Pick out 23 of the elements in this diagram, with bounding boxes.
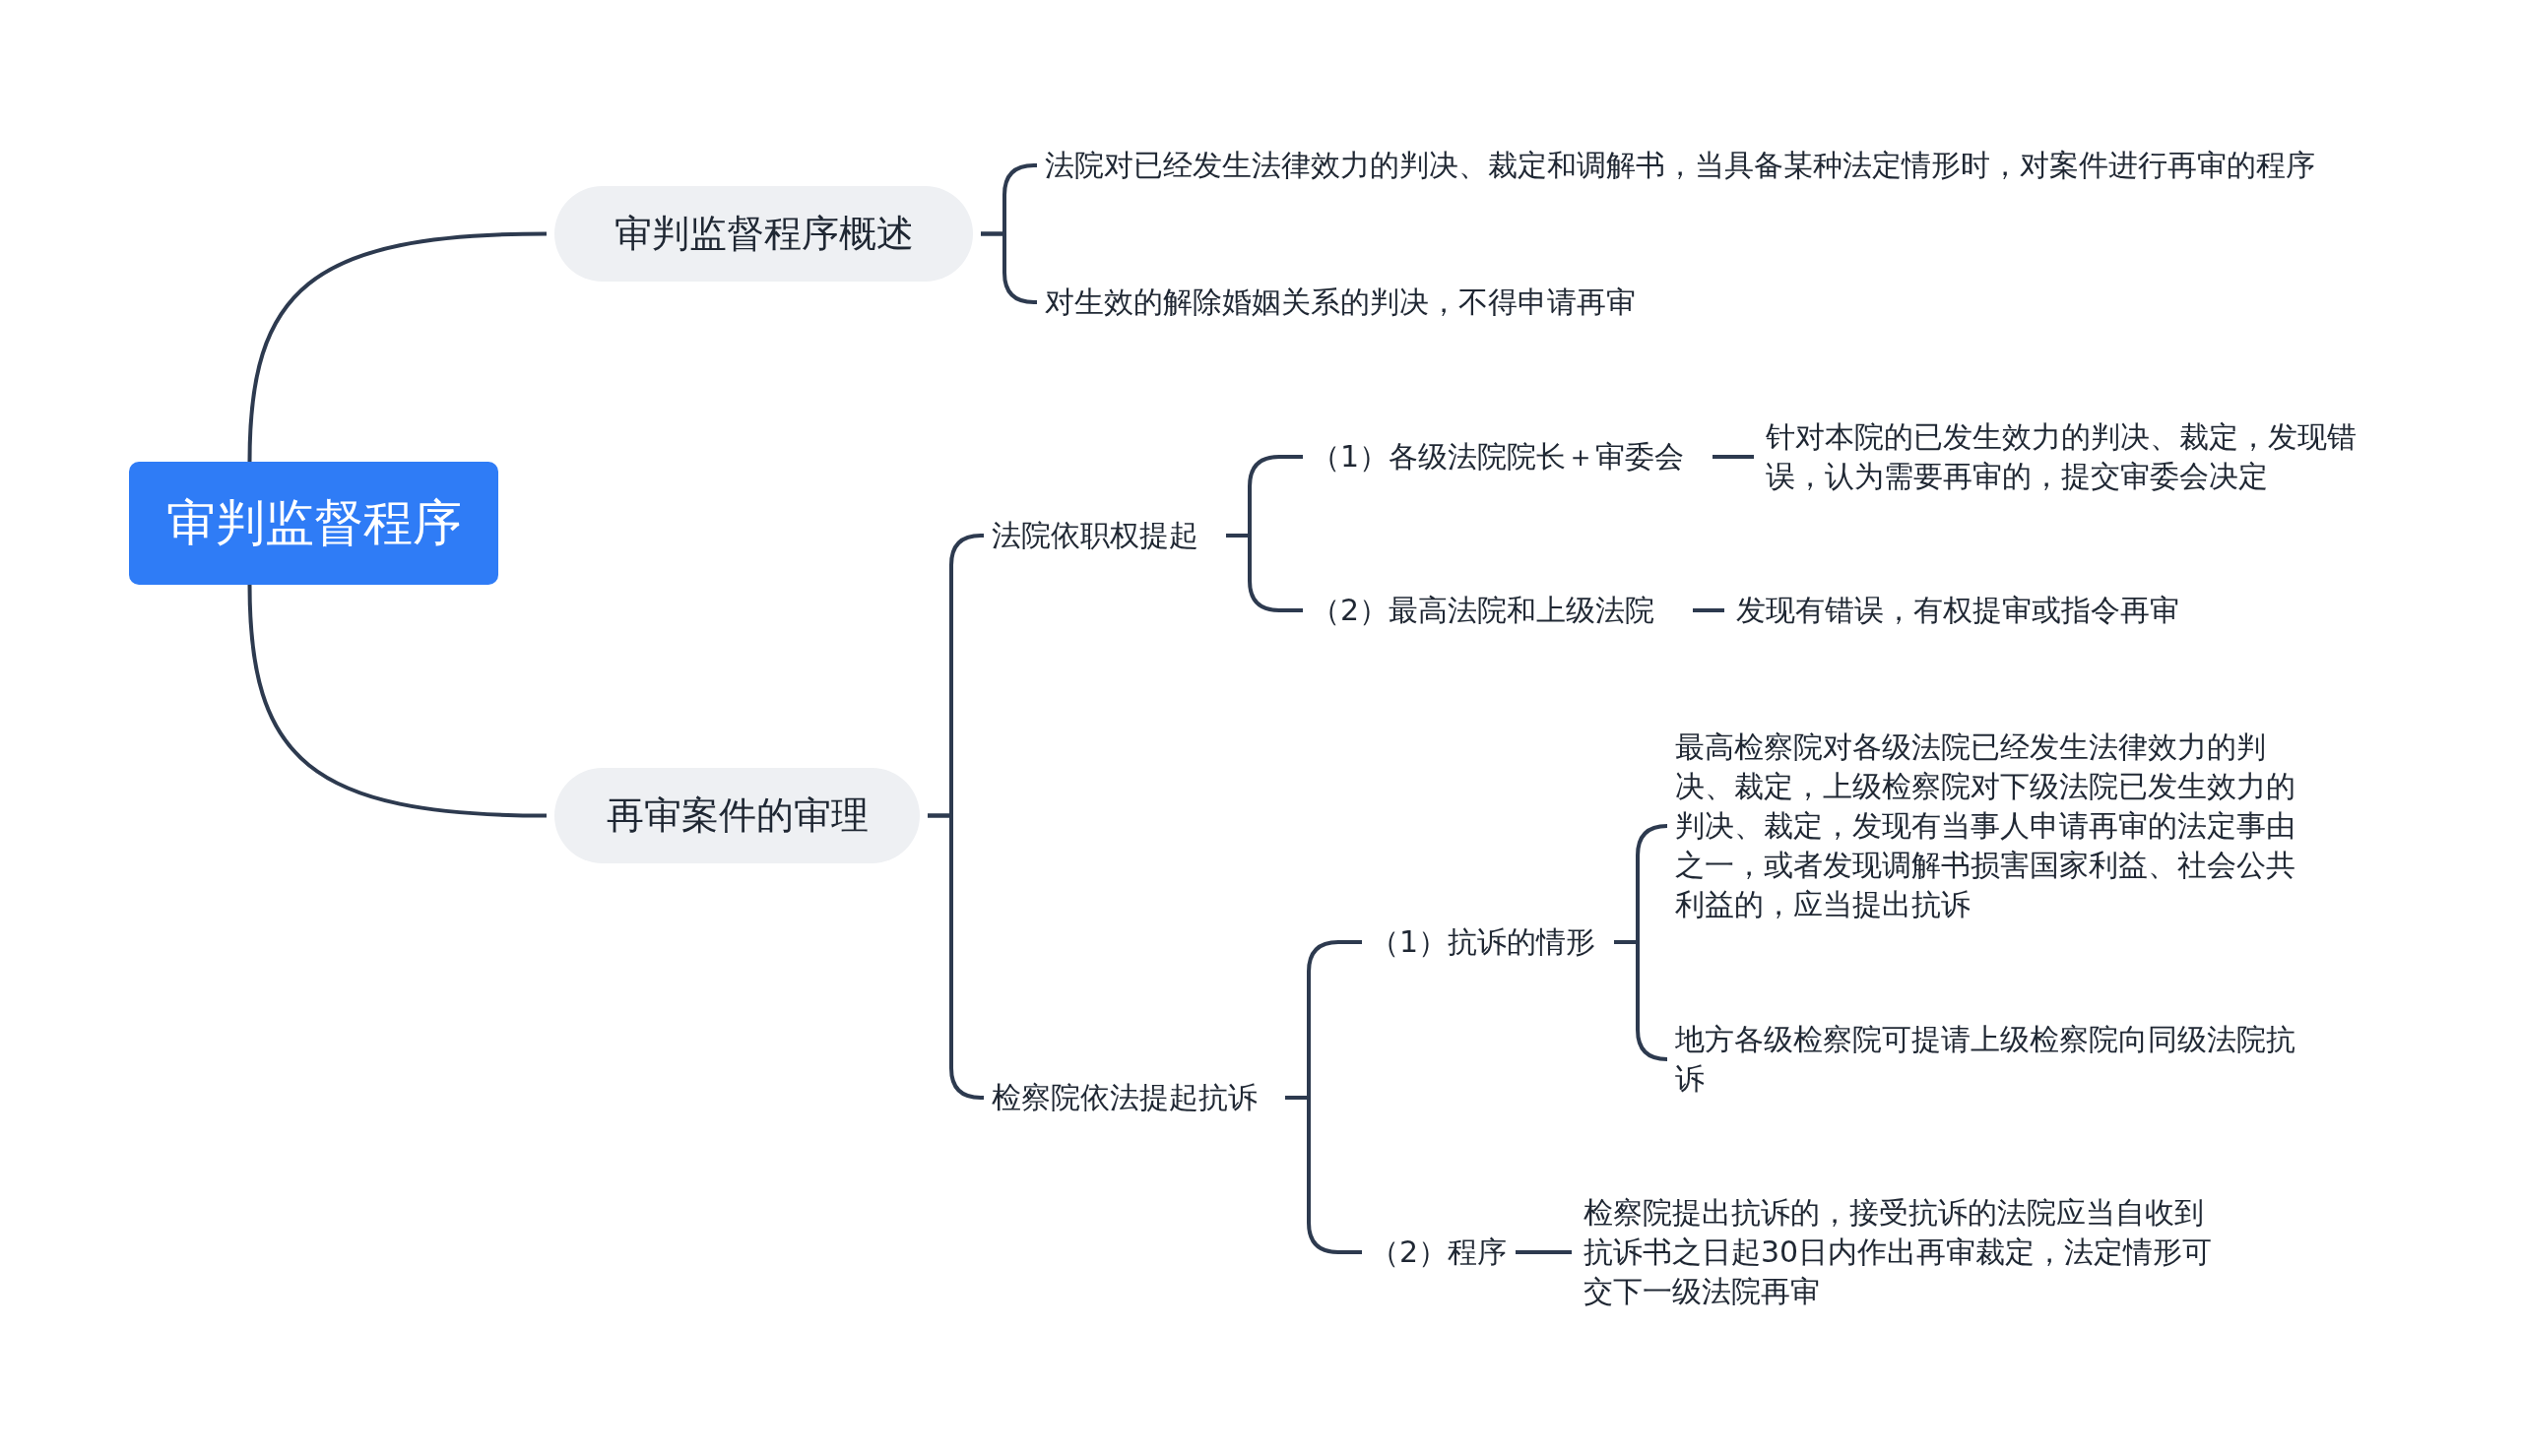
topic-pill: 审判监督程序概述 bbox=[554, 186, 973, 282]
branch-text: （2）最高法院和上级法院 bbox=[1311, 591, 1685, 630]
connector-line bbox=[247, 584, 548, 818]
connector-line bbox=[1226, 534, 1303, 612]
branch-text: 检察院依法提起抗诉 bbox=[992, 1078, 1277, 1117]
branch-text: 对生效的解除婚姻关系的判决，不得申请再审 bbox=[1045, 283, 1833, 322]
connector-line bbox=[247, 231, 548, 463]
branch-text: （1）各级法院院长＋审委会 bbox=[1311, 437, 1705, 476]
branch-text: 检察院提出抗诉的，接受抗诉的法院应当自收到抗诉书之日起30日内作出再审裁定，法定情形可交下一级法院再审 bbox=[1584, 1193, 2214, 1311]
connector-line bbox=[1516, 1250, 1572, 1254]
topic-pill: 再审案件的审理 bbox=[554, 768, 920, 863]
branch-text: （2）程序 bbox=[1370, 1233, 1508, 1272]
connector-line bbox=[1693, 608, 1724, 612]
branch-text: （1）抗诉的情形 bbox=[1370, 922, 1606, 962]
central-topic: 审判监督程序 bbox=[129, 462, 498, 585]
branch-text: 法院对已经发生法律效力的判决、裁定和调解书，当具备某种法定情形时，对案件进行再审的程序 bbox=[1045, 146, 2424, 185]
branch-text: 法院依职权提起 bbox=[992, 516, 1218, 555]
connector-line bbox=[1285, 1096, 1362, 1254]
branch-text: 发现有错误，有权提审或指令再审 bbox=[1736, 591, 2288, 630]
branch-text: 最高检察院对各级法院已经发生法律效力的判决、裁定，上级检察院对下级法院已发生效力的判决、裁定，发现有当事人申请再审的法定事由之一，或者发现调解书损害国家利益、社会公共利益的，应当提出抗诉 bbox=[1675, 728, 2305, 924]
branch-text: 地方各级检察院可提请上级检察院向同级法院抗诉 bbox=[1675, 1020, 2305, 1099]
branch-text: 针对本院的已发生效力的判决、裁定，发现错误，认为需要再审的，提交审委会决定 bbox=[1766, 417, 2396, 496]
connector-line bbox=[1713, 455, 1754, 459]
